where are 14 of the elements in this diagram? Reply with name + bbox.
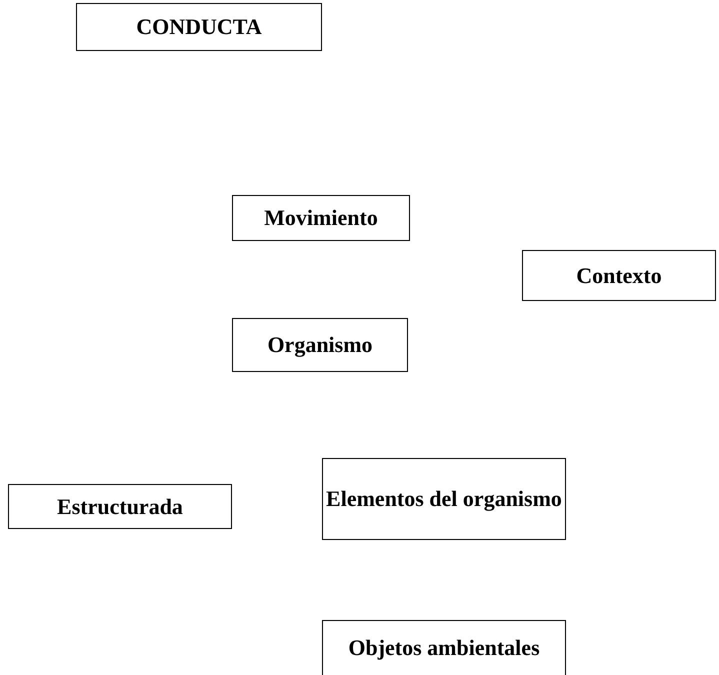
box-label: Movimiento [264,204,378,232]
box-label: CONDUCTA [136,13,262,41]
box-label: Objetos ambientales [348,634,540,662]
concept-box [322,620,566,675]
concept-box [322,458,566,540]
box-label: Estructurada [57,492,183,520]
concept-box [522,250,716,301]
box-label: Contexto [576,262,662,290]
concept-box [8,484,232,529]
concept-box [76,3,322,51]
box-label: Elementos del organismo [326,485,562,513]
concept-box [232,195,410,241]
box-label: Organismo [267,331,373,359]
concept-box [232,318,408,372]
